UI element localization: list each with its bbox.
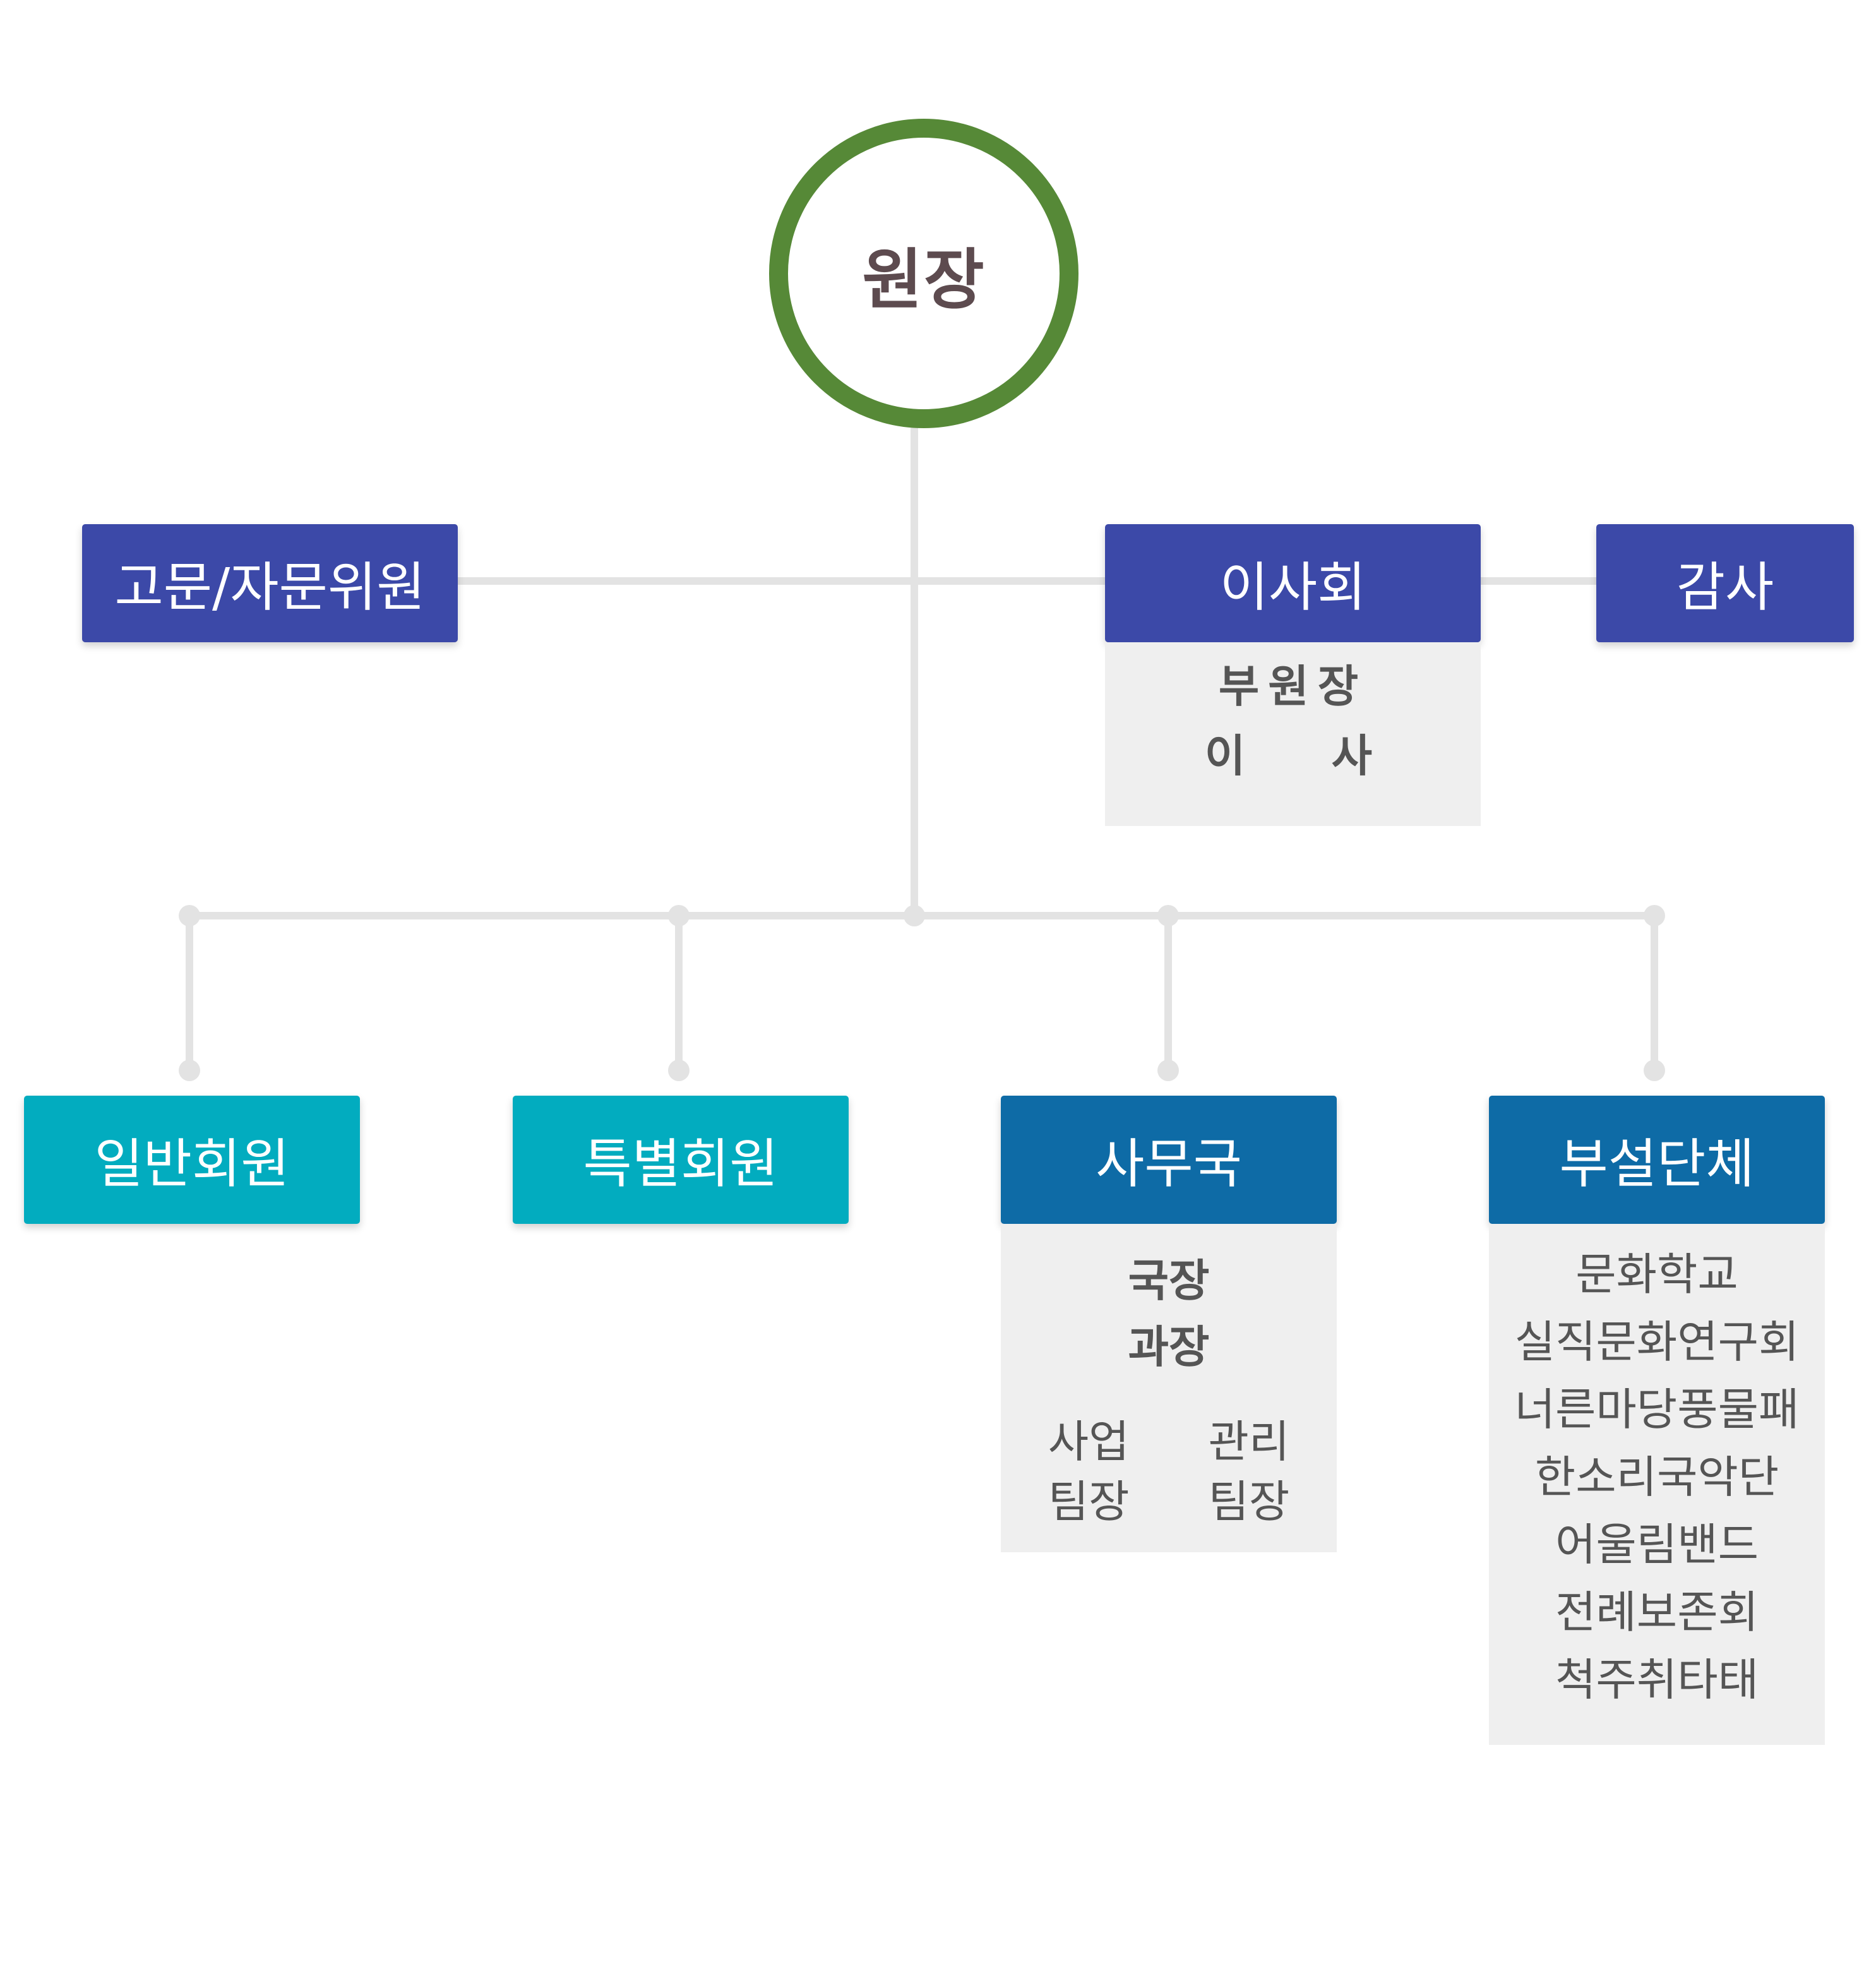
affiliate-item: 전례보존회 xyxy=(1555,1586,1759,1638)
general-members-node: 일반회원 xyxy=(24,1096,360,1224)
board-members-panel: 부원장 이 사 xyxy=(1105,642,1481,826)
junction-dot xyxy=(1157,905,1179,926)
affiliate-item: 척주취타태 xyxy=(1555,1654,1759,1706)
team-business: 사업 팀장 xyxy=(1048,1420,1130,1524)
junction-dot xyxy=(904,905,925,926)
special-members-label: 특별회원 xyxy=(583,1133,779,1195)
secretariat-role-manager: 과장 xyxy=(1128,1321,1210,1373)
affiliate-item: 문화학교 xyxy=(1575,1248,1738,1300)
audit-label: 감사 xyxy=(1676,556,1774,618)
end-dot xyxy=(179,1060,200,1081)
team-admin: 관리 팀장 xyxy=(1209,1420,1290,1524)
secretariat-node: 사무국 xyxy=(1001,1096,1337,1224)
affiliates-node: 부설단체 xyxy=(1489,1096,1825,1224)
advisory-node: 고문/자문위원 xyxy=(82,524,458,642)
head-label: 원장 xyxy=(862,241,986,318)
board-member-vice-chair: 부원장 xyxy=(1218,661,1368,712)
audit-node: 감사 xyxy=(1596,524,1854,642)
affiliate-item: 실직문화연구회 xyxy=(1514,1316,1800,1368)
end-dot xyxy=(1644,1060,1665,1081)
junction-dot xyxy=(668,905,690,926)
junction-dot xyxy=(179,905,200,926)
affiliate-item: 너른마당풍물패 xyxy=(1514,1384,1800,1435)
affiliate-item: 한소리국악단 xyxy=(1534,1451,1779,1503)
team-admin-line1: 관리 xyxy=(1208,1416,1290,1468)
affiliate-item: 어울림밴드 xyxy=(1555,1519,1759,1571)
secretariat-label: 사무국 xyxy=(1096,1133,1242,1195)
secretariat-panel: 국장 과장 사업 팀장 관리 팀장 xyxy=(1001,1224,1337,1552)
board-label: 이사회 xyxy=(1219,556,1366,618)
end-dot xyxy=(1157,1060,1179,1081)
secretariat-role-director: 국장 xyxy=(1128,1255,1210,1307)
team-admin-line2: 팀장 xyxy=(1208,1476,1290,1528)
board-member-director: 이 사 xyxy=(1204,730,1382,782)
team-business-line1: 사업 xyxy=(1048,1416,1130,1468)
head-node: 원장 xyxy=(769,119,1078,428)
junction-dot xyxy=(1644,905,1665,926)
special-members-node: 특별회원 xyxy=(513,1096,849,1224)
secretariat-teams: 사업 팀장 관리 팀장 xyxy=(1048,1420,1290,1524)
affiliates-label: 부설단체 xyxy=(1559,1133,1755,1195)
general-members-label: 일반회원 xyxy=(94,1133,290,1195)
team-business-line2: 팀장 xyxy=(1048,1476,1130,1528)
board-node: 이사회 xyxy=(1105,524,1481,642)
affiliates-panel: 문화학교 실직문화연구회 너른마당풍물패 한소리국악단 어울림밴드 전례보존회 … xyxy=(1489,1224,1825,1745)
advisory-label: 고문/자문위원 xyxy=(114,556,426,618)
end-dot xyxy=(668,1060,690,1081)
